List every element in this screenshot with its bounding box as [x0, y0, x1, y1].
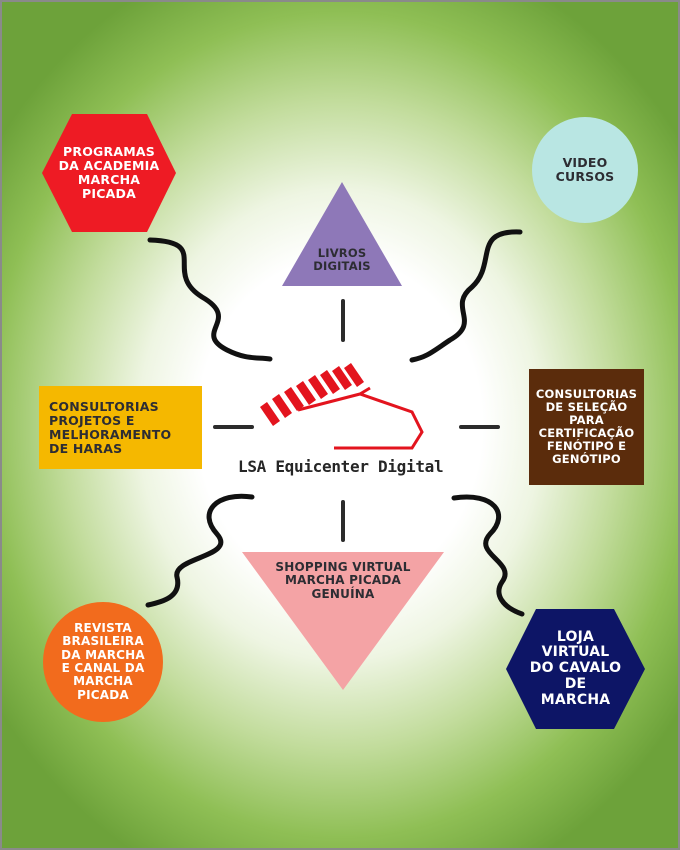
- shopping-virtual-triangle[interactable]: [242, 552, 444, 690]
- consultorias-haras-label: CONSULTORIAS PROJETOS E MELHORAMENTO DE …: [49, 398, 172, 456]
- programas-academia-label: PROGRAMAS DA ACADEMIA MARCHA PICADA: [58, 144, 160, 201]
- livros-digitais-triangle[interactable]: [282, 182, 402, 286]
- loja-virtual-label: LOJA VIRTUAL DO CAVALO DE MARCHA: [529, 628, 622, 708]
- wavy-connectors: [145, 229, 525, 617]
- connector-bottom-left: [145, 493, 255, 608]
- shopping-virtual-label: SHOPPING VIRTUAL MARCHA PICADA GENUÍNA: [275, 559, 411, 601]
- connector-top-left: [147, 237, 273, 362]
- revista-brasileira-label: REVISTA BRASILEIRA DA MARCHA E CANAL DA …: [61, 620, 145, 702]
- livros-digitais-label: LIVROS DIGITAIS: [313, 246, 371, 273]
- loja-virtual-hexagon[interactable]: [506, 609, 645, 729]
- logo-outline: [297, 386, 424, 450]
- revista-brasileira-circle[interactable]: [43, 602, 163, 722]
- programas-academia-hexagon[interactable]: [42, 114, 176, 232]
- connector-top-right: [409, 229, 523, 363]
- straight-connectors: [213, 299, 500, 542]
- consultorias-haras-box[interactable]: [39, 386, 202, 469]
- brand-name: LSA Equicenter Digital: [238, 457, 444, 476]
- consultorias-selecao-box[interactable]: [529, 369, 644, 485]
- connector-bottom-right: [451, 494, 525, 617]
- consultorias-selecao-label: CONSULTORIAS DE SELEÇÃO PARA CERTIFICAÇÃ…: [535, 387, 638, 466]
- brand-logo: [260, 363, 424, 450]
- video-cursos-label: VIDEO CURSOS: [555, 155, 615, 184]
- video-cursos-circle[interactable]: [532, 117, 638, 223]
- logo-stripes: [260, 363, 364, 426]
